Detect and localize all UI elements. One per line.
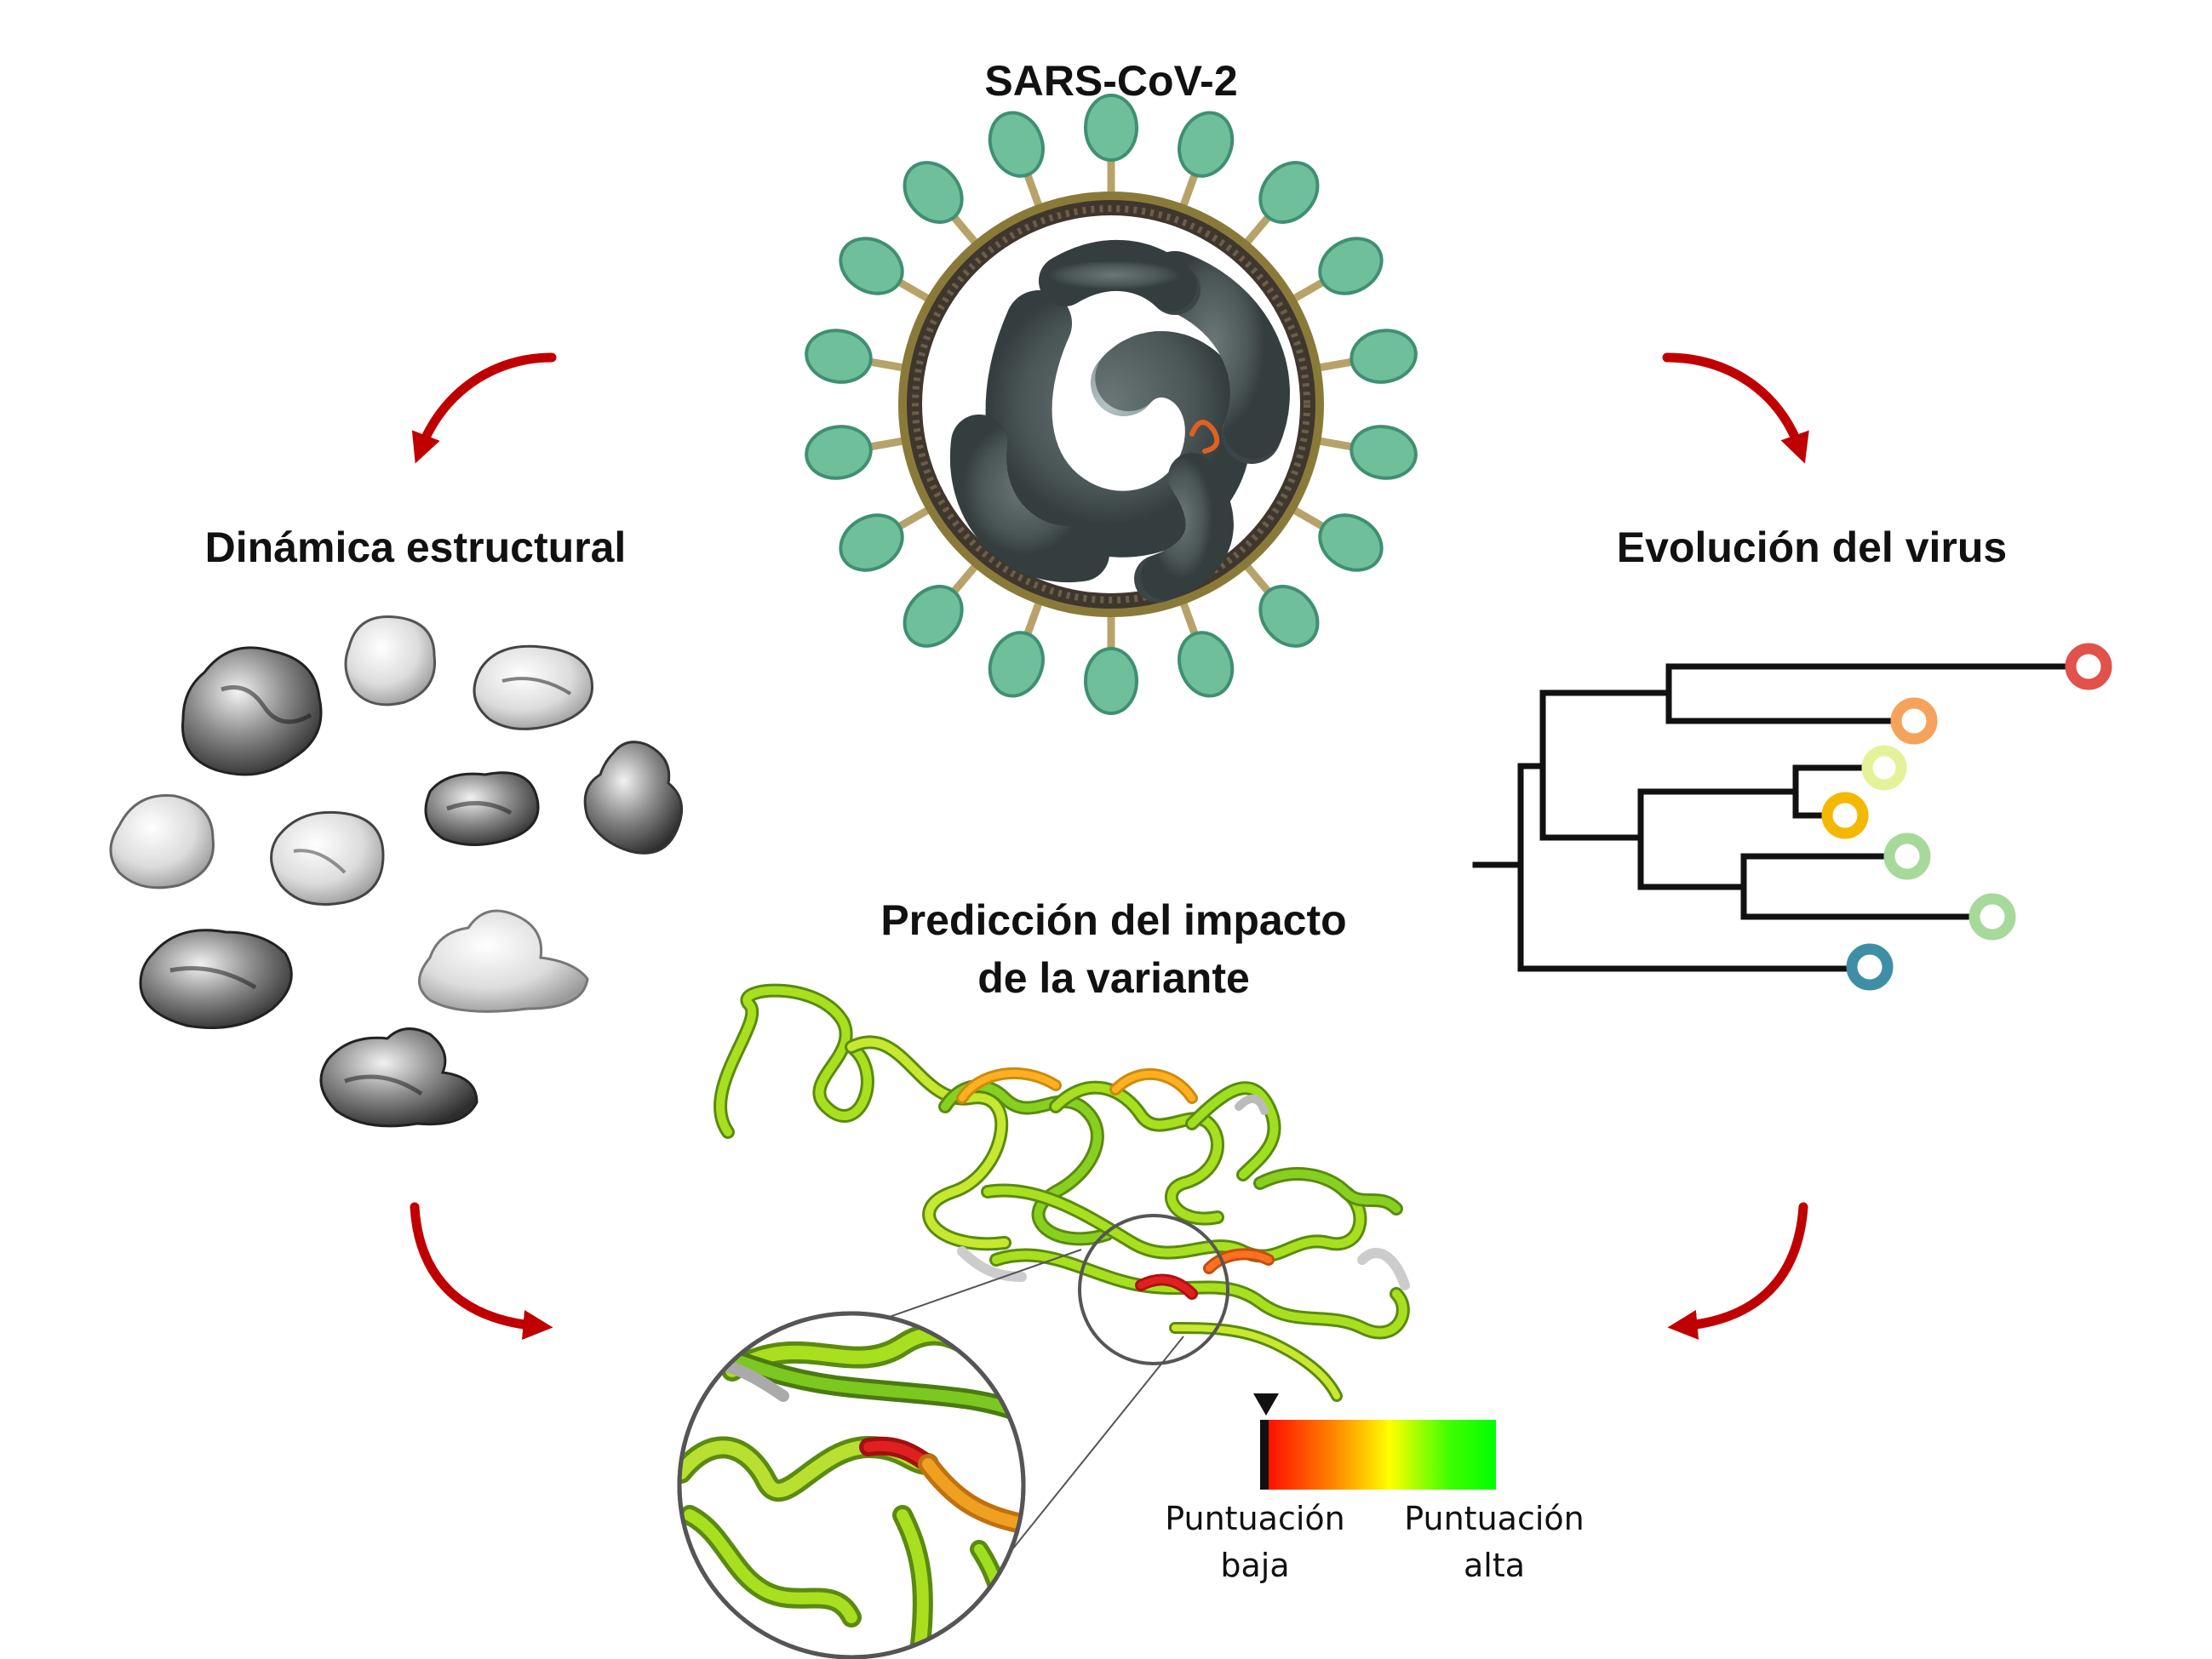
tree-leaf-nodes (1821, 643, 2112, 991)
spike-head (1258, 161, 1320, 224)
leaf-node (1861, 745, 1907, 791)
protein-structure (344, 615, 437, 707)
triangle-down-marker-icon (1253, 1393, 1279, 1416)
protein-structure (109, 793, 215, 890)
score-gradient-bar (1260, 1420, 1496, 1490)
spike-head (903, 585, 964, 648)
phylogenetic-tree-icon (1472, 663, 2069, 972)
arrow-virus-to-structural (411, 352, 557, 464)
leaf-node (1846, 943, 1894, 991)
protein-structure (270, 810, 385, 906)
spike-head (988, 631, 1045, 698)
spike-head (1084, 94, 1138, 162)
low-score-label-line1: Puntuación (1165, 1500, 1344, 1537)
rna-nucleocapsid (949, 239, 1290, 603)
protein-structure (473, 644, 593, 730)
leaf-node (1968, 893, 2016, 941)
arrow-virus-to-evolution (1662, 352, 1809, 464)
leaf-node (1883, 832, 1931, 880)
leaf-node (2065, 643, 2112, 690)
leaf-node (1890, 697, 1938, 745)
spike-head (1084, 647, 1138, 715)
protein-ribbon-icon (713, 983, 1410, 1402)
spike-head (805, 425, 873, 480)
spike-head (1178, 111, 1235, 178)
prediction-title-line2: de la variante (977, 954, 1250, 1002)
spike-head (1258, 585, 1320, 648)
spike-head (805, 329, 873, 384)
score-legend: Puntuación baja Puntuación alta (1165, 1393, 1585, 1584)
protein-structure (319, 1027, 479, 1128)
spike-head (903, 161, 964, 224)
protein-structure (139, 929, 293, 1029)
virus-evolution-title: Evolución del virus (1617, 523, 2007, 571)
coronavirus-icon (805, 94, 1418, 715)
curved-arrow-icons (410, 352, 1809, 1340)
protein-structure (181, 646, 323, 776)
structural-dynamics-title: Dinámica estructural (205, 523, 627, 571)
score-marker-line (1260, 1420, 1269, 1490)
protein-structure (583, 741, 684, 855)
protein-structure (418, 909, 589, 1013)
leaf-node (1821, 792, 1869, 839)
low-score-label-line2: baja (1220, 1547, 1289, 1584)
spike-head (1318, 513, 1384, 572)
prediction-title-line1: Predicción del impacto (880, 896, 1346, 944)
high-score-label-line1: Puntuación (1404, 1500, 1584, 1537)
spike-head (988, 111, 1045, 178)
spike-head (1350, 329, 1418, 384)
spike-head (1350, 425, 1418, 480)
spike-head (839, 237, 904, 295)
spike-head (839, 513, 904, 572)
arrow-evolution-to-prediction (1667, 1202, 1808, 1340)
spike-head (1318, 237, 1384, 295)
spike-head (1178, 631, 1235, 698)
protein-structure (424, 771, 540, 846)
arrow-structural-to-prediction (410, 1202, 553, 1340)
spike-proteins (805, 94, 1418, 715)
high-score-label-line2: alta (1464, 1547, 1525, 1584)
protein-structures-icon (109, 615, 684, 1128)
